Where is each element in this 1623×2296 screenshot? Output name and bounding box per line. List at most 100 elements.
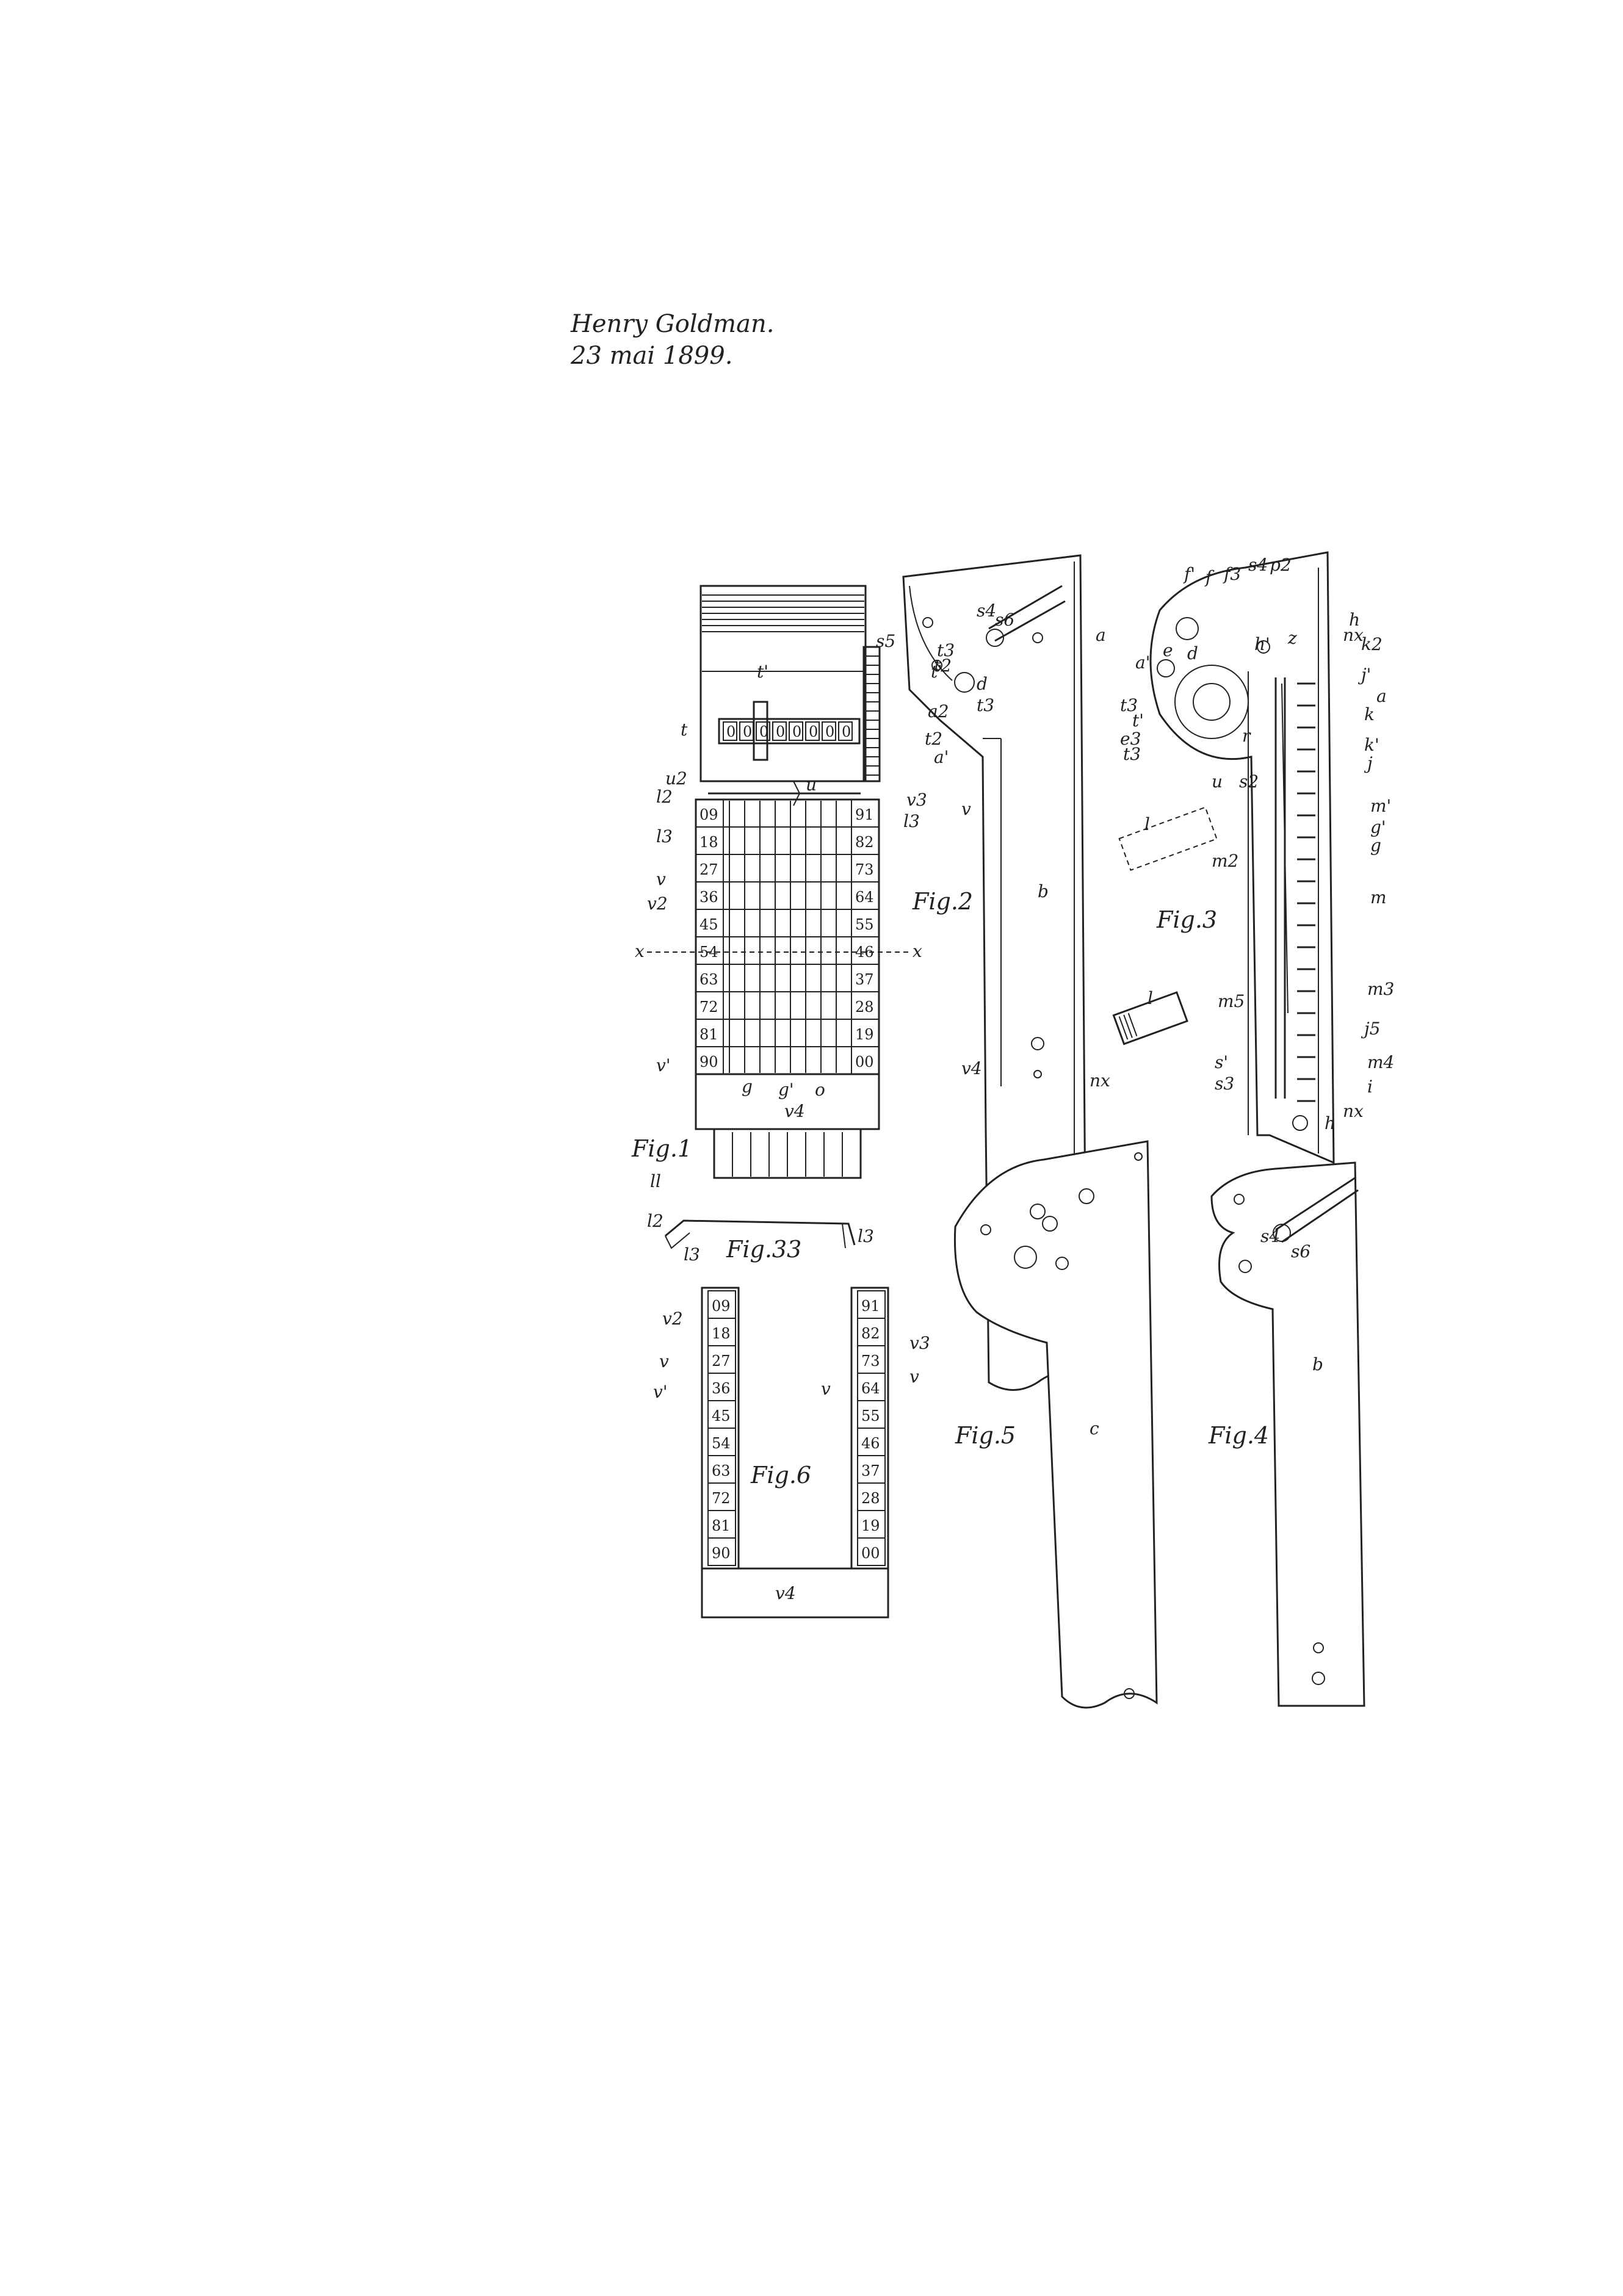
figure-3: Fig.3 f' f f3 s4 p2 h nx a' e d h' z k2 … bbox=[1112, 551, 1394, 1164]
rivet-3 bbox=[1031, 1037, 1044, 1050]
fig3-label-m: m bbox=[1370, 887, 1387, 908]
lever-arm bbox=[988, 585, 1063, 630]
handle-l-dashed bbox=[1118, 806, 1218, 872]
fig3-title: Fig.3 bbox=[1156, 906, 1217, 933]
number-label: 91 bbox=[855, 806, 874, 823]
label-x-left: x bbox=[635, 941, 645, 961]
number-label: 55 bbox=[861, 1407, 880, 1424]
fig2-label-b: b bbox=[1038, 881, 1049, 901]
fig3-label-m3: m3 bbox=[1367, 979, 1394, 999]
hole-1 bbox=[980, 1224, 991, 1235]
handle-l bbox=[1112, 991, 1188, 1045]
fig3-label-t3-b: t3 bbox=[1123, 744, 1141, 764]
fig3-label-h-top: h bbox=[1349, 610, 1360, 630]
wheel-knurls bbox=[866, 655, 879, 776]
fig6-label-v-right: v bbox=[909, 1366, 919, 1387]
number-label: 72 bbox=[712, 1490, 731, 1507]
fig3-label-m4: m4 bbox=[1367, 1052, 1394, 1072]
fig4-lever-2 bbox=[1281, 1189, 1359, 1243]
fig3-label-g1: g' bbox=[1370, 817, 1386, 837]
fig6-label-v2: v2 bbox=[662, 1309, 683, 1329]
fig4-pivot bbox=[1273, 1224, 1291, 1242]
fig3-label-j1: j' bbox=[1357, 665, 1371, 685]
pivot bbox=[986, 629, 1004, 647]
counter-digit: 0 bbox=[825, 723, 834, 740]
fig3-label-e: e bbox=[1163, 640, 1173, 660]
fig6-label-v-mid: v bbox=[821, 1379, 831, 1399]
counter-digit-box bbox=[789, 721, 803, 741]
fig2-label-v: v bbox=[961, 799, 971, 819]
fig33-label-l2: l2 bbox=[647, 1211, 663, 1231]
counter-digit-box bbox=[723, 721, 737, 741]
fig3-label-t-prime: t' bbox=[1132, 710, 1144, 731]
number-label: 09 bbox=[699, 806, 718, 823]
fig2-title: Fig.2 bbox=[912, 888, 973, 915]
number-label: 73 bbox=[861, 1352, 880, 1370]
rivet-2 bbox=[931, 660, 942, 671]
number-label: 45 bbox=[712, 1407, 731, 1424]
author-name: Henry Goldman. bbox=[571, 310, 775, 338]
number-label: 63 bbox=[699, 971, 718, 988]
fig3-label-s1: s' bbox=[1215, 1052, 1228, 1072]
label-v4: v4 bbox=[784, 1101, 805, 1121]
fig2-label-t2: t2 bbox=[925, 729, 942, 749]
fig3-label-m2: m2 bbox=[1212, 851, 1238, 871]
number-label: 09 bbox=[712, 1298, 731, 1315]
fig4-lever bbox=[1275, 1177, 1356, 1231]
hole-2 bbox=[1030, 1204, 1046, 1219]
number-label: 37 bbox=[855, 971, 874, 988]
hole-8 bbox=[1124, 1688, 1135, 1699]
fig5-label-c: c bbox=[1090, 1418, 1099, 1439]
number-label: 45 bbox=[699, 916, 718, 933]
counter-digit: 0 bbox=[743, 723, 752, 740]
number-label: 00 bbox=[855, 1053, 874, 1070]
counter-window bbox=[718, 718, 861, 745]
number-label: 73 bbox=[855, 861, 874, 878]
fig2-label-t3-top: t3 bbox=[937, 640, 955, 660]
counter-digit: 0 bbox=[759, 723, 768, 740]
number-label: 37 bbox=[861, 1462, 880, 1479]
hole-7 bbox=[1134, 1152, 1143, 1161]
fig3-label-h-bottom: h bbox=[1325, 1113, 1336, 1133]
label-g: g bbox=[742, 1077, 753, 1097]
figure-5: c Fig.5 bbox=[953, 1140, 1158, 1709]
number-label: 28 bbox=[855, 998, 874, 1016]
label-v-left: v bbox=[656, 869, 666, 889]
spring-inner bbox=[1281, 683, 1289, 1014]
number-label: 72 bbox=[699, 998, 718, 1016]
fig3-label-g: g bbox=[1370, 836, 1381, 856]
fig3-label-f1: f' bbox=[1183, 564, 1195, 584]
wire-clip bbox=[665, 1219, 856, 1246]
fig33-label-l3-left: l3 bbox=[684, 1244, 700, 1265]
fig2-label-d: d bbox=[977, 674, 988, 694]
fig3-label-s2: s2 bbox=[1239, 771, 1259, 792]
pivot-a1 bbox=[1157, 659, 1175, 677]
counter-digit: 0 bbox=[792, 723, 801, 740]
fig2-label-s6: s6 bbox=[995, 610, 1014, 630]
number-label: 27 bbox=[712, 1352, 731, 1370]
fig3-label-r: r bbox=[1242, 726, 1251, 746]
hole bbox=[1032, 632, 1043, 643]
fig1-title: Fig.1 bbox=[631, 1135, 692, 1162]
fig3-label-a: a bbox=[1376, 686, 1387, 706]
fig3-label-d: d bbox=[1187, 643, 1198, 663]
fig3-label-l-top: l bbox=[1144, 814, 1150, 834]
fig4-title: Fig.4 bbox=[1208, 1422, 1269, 1449]
fig2-label-v4: v4 bbox=[961, 1058, 982, 1078]
plate-a-assembled bbox=[1149, 551, 1335, 1164]
fig2-label-a: a bbox=[1096, 625, 1106, 645]
number-label: 55 bbox=[855, 916, 874, 933]
counter-digit: 0 bbox=[776, 723, 785, 740]
number-label: 82 bbox=[855, 834, 874, 851]
fig3-label-j: j bbox=[1364, 753, 1373, 773]
counter-digit-box bbox=[772, 721, 787, 741]
fig6-label-v: v bbox=[659, 1351, 669, 1371]
counter-housing bbox=[699, 585, 867, 782]
number-label: 63 bbox=[712, 1462, 731, 1479]
fig4-hole-3 bbox=[1313, 1642, 1324, 1653]
number-label: 64 bbox=[855, 889, 874, 906]
